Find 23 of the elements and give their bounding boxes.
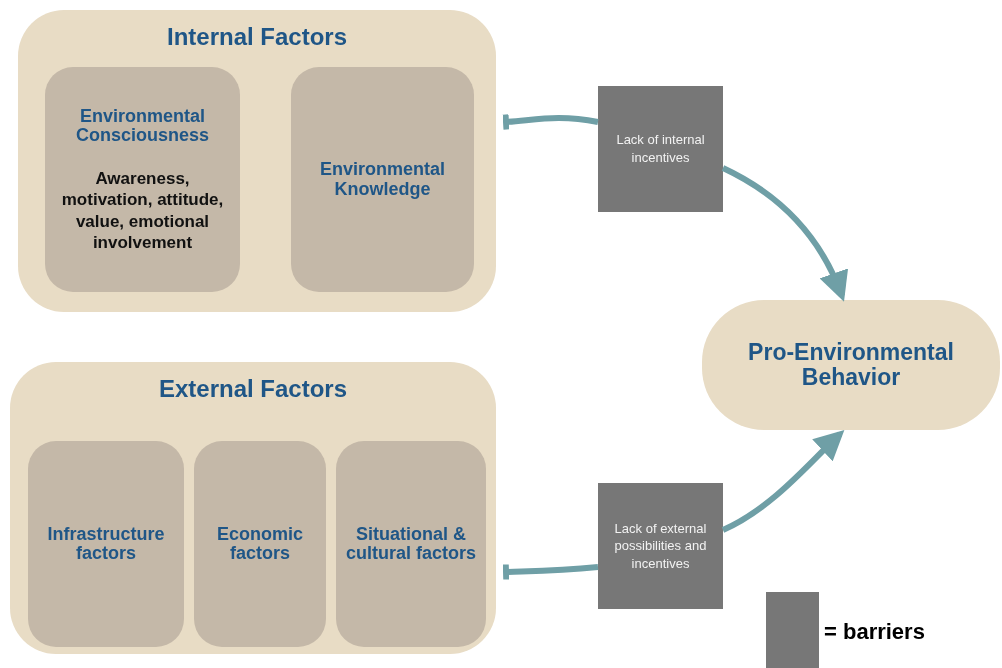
box-title: Environmental Consciousness [74,106,210,147]
box-title: Economic factors [216,524,304,565]
arrow [721,429,845,533]
box-title: Environmental Knowledge [319,160,446,200]
barrier-box [598,483,723,609]
group-box [10,362,496,654]
box-title: Situational & cultural factors [344,524,477,565]
barrier-label: Lack of internal incentives [615,131,706,167]
factor-box [45,67,240,293]
factor-box [28,441,184,648]
legend-label: = barriers [824,619,925,645]
barrier-label: Lack of external possibilities and incentives [613,519,708,573]
barrier-box [598,86,723,212]
factor-box [194,441,326,648]
box-title: Internal Factors [166,24,347,51]
factor-box [291,67,474,293]
box-title: Pro-Environmental Behavior [747,339,955,391]
box-title: Infrastructure factors [46,524,166,565]
group-box [18,10,496,312]
box-description: Awareness, motivation, attitude, value, emotional involvement [60,168,225,254]
factor-box [336,441,486,648]
box-title: External Factors [158,376,348,403]
arrow [721,165,848,302]
